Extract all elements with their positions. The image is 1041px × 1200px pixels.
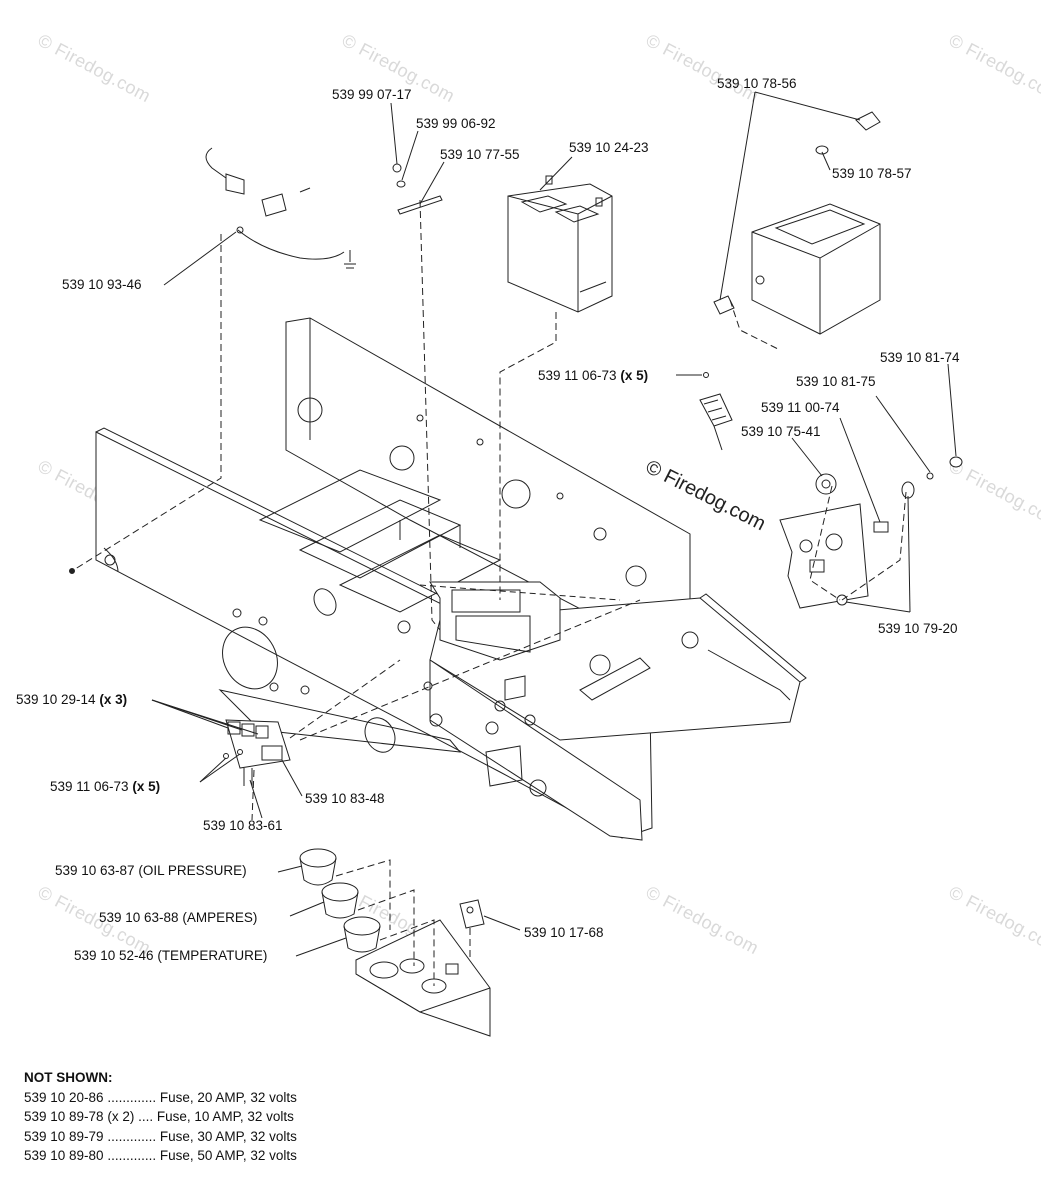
part-label: 539 10 79-20: [878, 621, 958, 636]
leader-dots: .............: [103, 1128, 157, 1144]
part-label: 539 11 00-74: [761, 400, 840, 415]
part-label: 539 10 75-41: [741, 424, 821, 439]
part-number: 539 11 06-73: [538, 368, 617, 383]
part-label: 539 10 93-46: [62, 277, 142, 292]
part-label: 539 10 81-75: [796, 374, 876, 389]
part-label: 539 11 06-73 (x 5): [538, 368, 648, 384]
battery-box: [714, 112, 880, 334]
part-description: Fuse, 10 AMP, 32 volts: [153, 1109, 294, 1124]
list-item: 539 10 20-86 ............. Fuse, 20 AMP,…: [24, 1088, 297, 1108]
part-number: 539 11 06-73: [50, 779, 129, 794]
part-quantity: (x 3): [99, 692, 128, 707]
terminal-block: [700, 373, 732, 451]
part-label: 539 10 63-87 (OIL PRESSURE): [55, 863, 247, 878]
switch-panel: [780, 457, 962, 608]
part-quantity: (x 5): [132, 779, 161, 794]
part-description: Fuse, 50 AMP, 32 volts: [156, 1148, 297, 1163]
part-label: 539 10 17-68: [524, 925, 604, 940]
small-hardware: [393, 164, 442, 214]
leader-dots: .............: [103, 1148, 157, 1163]
part-label: 539 10 29-14 (x 3): [16, 692, 127, 708]
assembly-lines: [72, 200, 906, 986]
part-label: 539 10 77-55: [440, 147, 520, 162]
part-label: 539 10 52-46 (TEMPERATURE): [74, 948, 268, 963]
part-description: Fuse, 30 AMP, 32 volts: [156, 1128, 297, 1144]
leader-dots: .............: [103, 1089, 157, 1105]
part-label: 539 10 24-23: [569, 140, 649, 155]
part-label: 539 10 63-88 (AMPERES): [99, 910, 258, 925]
leader-lines: [152, 92, 956, 956]
part-label: 539 99 07-17: [332, 87, 412, 102]
list-item: 539 10 89-79 ............. Fuse, 30 AMP,…: [24, 1127, 297, 1147]
part-number: 539 10 89-78 (x 2): [24, 1109, 135, 1124]
leader-dots: ....: [134, 1109, 154, 1124]
part-number: 539 10 89-79: [24, 1128, 104, 1144]
part-number: 539 10 89-80: [24, 1148, 104, 1163]
not-shown-list: NOT SHOWN: 539 10 20-86 ............. Fu…: [24, 1068, 297, 1166]
part-label: 539 10 83-61: [203, 818, 283, 833]
relay-block: [224, 720, 291, 786]
gauge-panel: [300, 849, 490, 1036]
part-label: 539 99 06-92: [416, 116, 496, 131]
part-label: 539 10 78-57: [832, 166, 912, 181]
sensor-wire: [206, 148, 356, 268]
part-number: 539 10 29-14: [16, 692, 96, 707]
part-label: 539 10 81-74: [880, 350, 960, 365]
battery: [508, 176, 612, 312]
list-item: 539 10 89-80 ............. Fuse, 50 AMP,…: [24, 1146, 297, 1166]
list-item: 539 10 89-78 (x 2) .... Fuse, 10 AMP, 32…: [24, 1107, 297, 1127]
part-number: 539 10 20-86: [24, 1089, 104, 1105]
not-shown-title: NOT SHOWN:: [24, 1070, 113, 1085]
part-quantity: (x 5): [620, 368, 649, 383]
part-description: Fuse, 20 AMP, 32 volts: [156, 1089, 297, 1105]
chassis-frame: [70, 318, 807, 840]
part-label: 539 11 06-73 (x 5): [50, 779, 160, 795]
part-label: 539 10 78-56: [717, 76, 797, 91]
part-label: 539 10 83-48: [305, 791, 385, 806]
